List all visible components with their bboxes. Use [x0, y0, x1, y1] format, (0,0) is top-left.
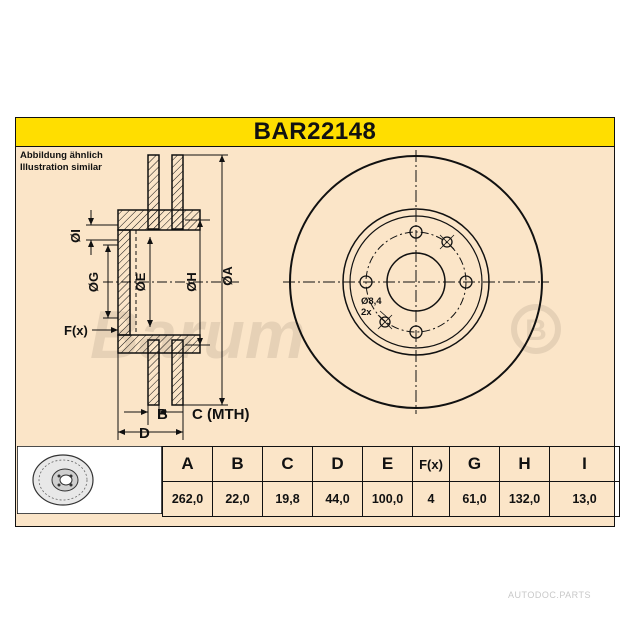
locating-hole-upper-right	[439, 234, 455, 250]
bolt-hole-top	[409, 225, 423, 239]
header-f: F(x)	[412, 446, 450, 482]
header-e: E	[362, 446, 413, 482]
header-d: D	[312, 446, 363, 482]
disc-thumbnail	[17, 446, 162, 514]
value-f: 4	[412, 481, 450, 517]
label-d: D	[139, 425, 150, 442]
label-b: B	[157, 406, 168, 423]
value-e: 100,0	[362, 481, 413, 517]
bolt-hole-left	[359, 275, 373, 289]
label-diameter-i: ØI	[68, 229, 83, 243]
value-c: 19,8	[262, 481, 313, 517]
hole-leader	[379, 310, 389, 319]
illustration-note: Abbildung ähnlich Illustration similar	[20, 150, 103, 174]
label-diameter-g: ØG	[86, 272, 101, 292]
header-c: C	[262, 446, 313, 482]
note-german: Abbildung ähnlich	[20, 150, 103, 161]
label-f: F(x)	[64, 323, 88, 338]
dimension-lines	[86, 154, 228, 440]
brand-logo-ring	[511, 304, 561, 354]
label-hole-size: Ø8,4	[361, 296, 382, 307]
brand-logo-letter: B	[525, 314, 547, 347]
value-h: 132,0	[499, 481, 550, 517]
value-d: 44,0	[312, 481, 363, 517]
site-watermark: AUTODOC.PARTS	[508, 590, 592, 600]
spec-table: A B C D E F(x) G H I 262,0 22,0 19,8 44,…	[162, 446, 620, 517]
spec-value-row: 262,0 22,0 19,8 44,0 100,0 4 61,0 132,0 …	[162, 481, 620, 517]
header-i: I	[549, 446, 620, 482]
disc-front-view	[283, 150, 549, 414]
label-c: C (MTH)	[192, 406, 249, 423]
title-bar: BAR22148	[15, 117, 615, 147]
header-h: H	[499, 446, 550, 482]
label-hole-count: 2x	[361, 307, 372, 318]
header-a: A	[162, 446, 213, 482]
bolt-hole-right	[459, 275, 473, 289]
label-diameter-e: ØE	[133, 272, 148, 291]
locating-hole-lower-left	[377, 314, 393, 330]
hub-bottom	[117, 334, 201, 354]
header-b: B	[212, 446, 263, 482]
label-diameter-h: ØH	[184, 272, 199, 292]
header-g: G	[449, 446, 500, 482]
disc-cross-section	[103, 154, 240, 406]
value-b: 22,0	[212, 481, 263, 517]
value-g: 61,0	[449, 481, 500, 517]
part-number-title: BAR22148	[253, 118, 377, 145]
bolt-hole-bottom	[409, 325, 423, 339]
spec-header-row: A B C D E F(x) G H I	[162, 446, 620, 482]
dimension-labels: ØI ØG ØE ØH ØA F(x) B C (MTH) D	[64, 229, 249, 442]
value-a: 262,0	[162, 481, 213, 517]
label-diameter-a: ØA	[220, 266, 235, 286]
value-i: 13,0	[549, 481, 620, 517]
note-english: Illustration similar	[20, 162, 102, 173]
